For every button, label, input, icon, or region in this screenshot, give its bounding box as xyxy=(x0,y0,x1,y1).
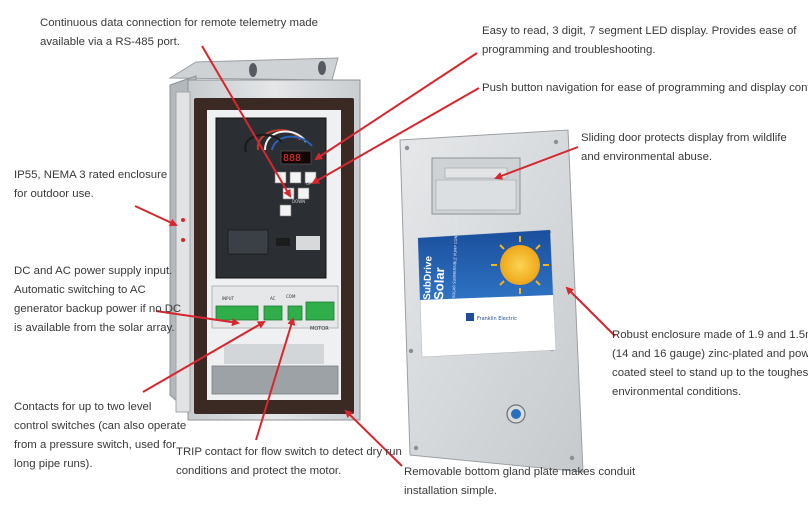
arrow-level-switches xyxy=(142,320,266,393)
callout-level-switches: Contacts for up to two level control swi… xyxy=(14,401,187,470)
arrow-robust-enclosure xyxy=(565,286,616,337)
nav-button[interactable] xyxy=(274,171,287,184)
arrow-power-supply xyxy=(155,310,240,327)
callout-led-display: Easy to read, 3 digit, 7 segment LED dis… xyxy=(482,25,797,56)
callout-enclosure-rating: IP55, NEMA 3 rated enclosure for outdoor… xyxy=(14,169,168,200)
arrow-push-button xyxy=(311,87,480,184)
sun-icon xyxy=(491,236,549,294)
nav-button[interactable] xyxy=(297,187,310,200)
callout-push-button: Push button navigation for ease of progr… xyxy=(482,82,808,94)
manufacturer-name: Franklin Electric xyxy=(477,316,517,322)
input-label: INPUT xyxy=(222,296,235,301)
nav-button[interactable] xyxy=(289,171,302,184)
mounting-hole xyxy=(318,61,326,75)
led-digits: 888 xyxy=(283,153,301,164)
arrow-telemetry xyxy=(201,45,292,198)
arrow-led-display xyxy=(314,52,478,161)
trip-terminal xyxy=(287,305,303,321)
product-label: SubDrive Solar SOLAR SUBMERSIBLE PUMP CO… xyxy=(417,218,557,358)
callout-gland-plate: Removable bottom gland plate makes condu… xyxy=(404,466,636,497)
ac-label: AC xyxy=(270,296,276,301)
franklin-logo-icon xyxy=(466,313,474,321)
controller-enclosure: 888 DOWN UP INPUT AC COM MOTOR xyxy=(168,57,361,421)
down-label: DOWN xyxy=(292,199,305,204)
brand-subdrive: SubDrive xyxy=(422,255,435,300)
level-switch-terminal xyxy=(263,305,283,321)
callout-robust-enclosure: Robust enclosure made of 1.9 and 1.5mm (… xyxy=(612,329,808,398)
callout-trip-contact: TRIP contact for flow switch to detect d… xyxy=(176,446,402,477)
callout-telemetry: Continuous data connection for remote te… xyxy=(40,17,318,48)
up-label: UP xyxy=(306,181,312,186)
callout-sliding-door: Sliding door protects display from wildl… xyxy=(581,132,787,163)
arrow-enclosure-rating xyxy=(134,205,178,227)
arrow-gland-plate xyxy=(344,409,403,467)
motor-terminal-block xyxy=(305,301,335,321)
callout-arrows xyxy=(134,45,616,467)
arrow-trip-contact xyxy=(255,317,296,441)
callout-power-supply: DC and AC power supply input. Automatic … xyxy=(14,265,182,334)
nav-button[interactable] xyxy=(279,204,292,217)
brand-solar: Solar xyxy=(431,267,447,300)
enclosure-door: SubDrive Solar SOLAR SUBMERSIBLE PUMP CO… xyxy=(399,129,584,473)
certification-badge-icon xyxy=(506,404,526,424)
com-label: COM xyxy=(286,294,296,299)
motor-label: MOTOR xyxy=(310,326,329,332)
product-subtitle: SOLAR SUBMERSIBLE PUMP CONTROLLER xyxy=(451,218,459,298)
mounting-hole xyxy=(249,63,257,77)
arrow-sliding-door xyxy=(494,146,579,180)
led-display xyxy=(280,150,312,165)
input-terminal-block xyxy=(215,305,259,321)
